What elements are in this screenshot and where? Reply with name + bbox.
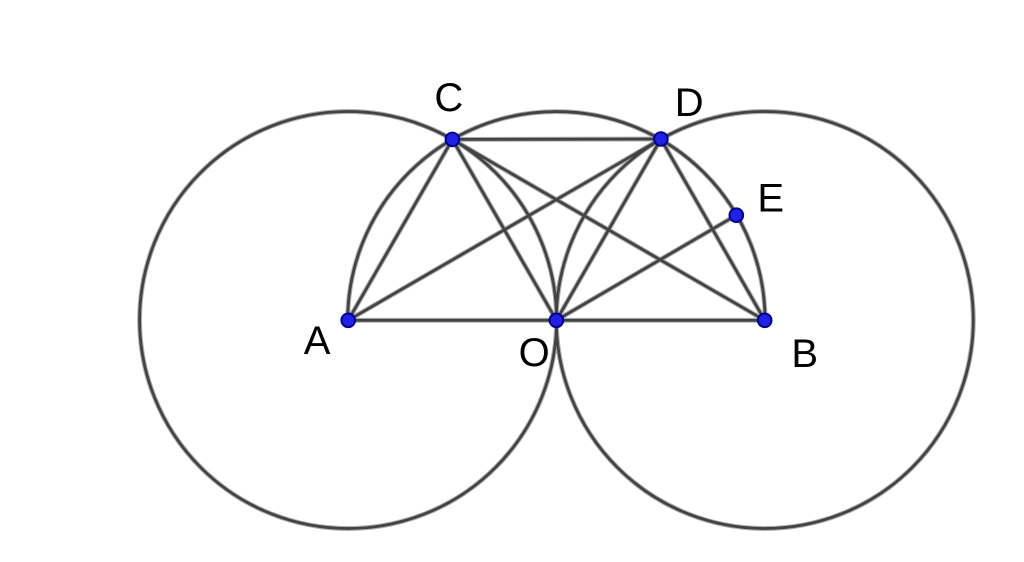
svg-text:A: A — [304, 319, 331, 363]
svg-text:E: E — [757, 176, 784, 220]
svg-text:O: O — [519, 331, 550, 375]
svg-text:D: D — [675, 81, 704, 125]
svg-text:C: C — [434, 76, 463, 120]
svg-text:B: B — [791, 332, 818, 376]
